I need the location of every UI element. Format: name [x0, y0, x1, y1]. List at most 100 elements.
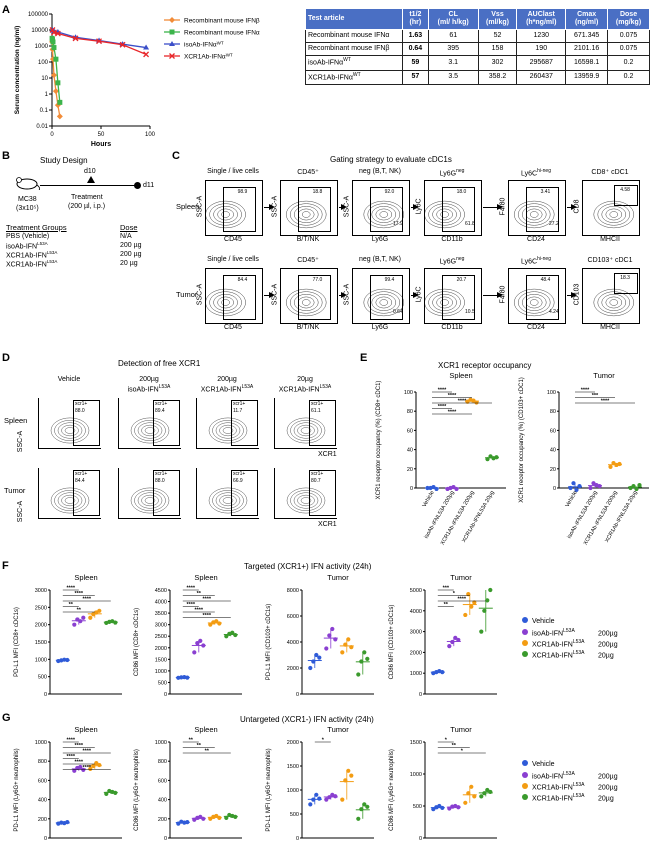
column-header-sup: L53A	[241, 384, 254, 391]
group-row: isoAb-IFNL53A	[6, 241, 48, 251]
legend-dose: 200µg	[598, 773, 618, 781]
table-cell: 0.075	[607, 29, 650, 44]
data-point	[192, 817, 197, 822]
data-point	[317, 796, 322, 801]
data-point	[113, 790, 118, 795]
contour-ring	[144, 497, 156, 504]
x-tick-label: 50	[98, 132, 105, 138]
significance-label: ****	[75, 591, 84, 597]
gate-title: Ly6Gneg	[439, 168, 465, 178]
significance-label: *	[461, 749, 464, 755]
data-point	[91, 763, 96, 769]
density-contour	[130, 487, 170, 514]
gate-box	[613, 185, 639, 206]
legend-label: XCR1Ab-IFNL53A	[532, 639, 585, 649]
data-point	[340, 797, 345, 802]
y-tick-label: 2000	[155, 646, 167, 652]
facs-plot: xcr1+84.4	[38, 468, 101, 519]
table-cell: 671.345	[565, 29, 609, 44]
data-point	[179, 675, 184, 680]
data-point	[485, 787, 490, 793]
gating-arrow	[483, 203, 503, 210]
data-point	[55, 80, 61, 86]
density-contour	[206, 200, 246, 229]
data-point	[571, 481, 576, 486]
column-header-line1: 200µg	[139, 376, 159, 383]
data-point	[356, 672, 361, 677]
data-point	[482, 608, 487, 613]
data-point	[224, 815, 229, 820]
table-cell: 61	[427, 29, 479, 44]
significance-label: *	[322, 738, 325, 744]
gate-title: neg (B,T, NK)	[358, 168, 401, 175]
data-point	[434, 486, 439, 492]
data-point	[224, 634, 229, 639]
y-tick-label: 8000	[287, 588, 299, 594]
gate-value: 66.9	[232, 478, 243, 484]
data-point	[311, 797, 316, 802]
data-point	[359, 659, 364, 664]
receptor-occupancy-title: XCR1 receptor occupancy	[438, 361, 532, 370]
y-tick-label: 800	[38, 759, 47, 765]
pk-table-header: Dose(mg/kg)	[607, 7, 650, 31]
data-point	[54, 30, 61, 37]
group-row: XCR1Ab-IFNL53A	[6, 250, 58, 260]
gate-title: Ly6Chi-neg	[521, 256, 551, 266]
legend-label: isoAb-IFNL53A	[532, 628, 575, 638]
gate-value: 77.0	[312, 277, 323, 283]
significance-label: ****	[195, 608, 204, 614]
legend-marker	[169, 17, 175, 23]
y-axis-label: SSC-A	[17, 500, 25, 523]
contour-ring	[425, 288, 465, 317]
y-tick-label: 10000	[31, 28, 48, 34]
y-tick-label: 4000	[287, 640, 299, 646]
untargeted-activity-title: Untargeted (XCR1-) IFN activity (24h)	[240, 715, 374, 724]
table-cell: 295687	[516, 55, 567, 71]
pk-table-header: AUClast(h*ng/ml)	[516, 7, 567, 31]
gate-box	[369, 187, 403, 233]
data-point	[185, 675, 190, 680]
contour-ring	[432, 206, 457, 223]
gate-title: Single / live cells	[207, 168, 259, 175]
data-point	[471, 398, 476, 403]
y-axis-label: PD-L1 MFI (CD8+ cDC1s)	[14, 607, 20, 677]
legend-item: Vehicle	[522, 617, 618, 628]
data-point	[97, 608, 102, 613]
contour-ring	[513, 288, 555, 317]
significance-label: ****	[67, 586, 76, 592]
gate-title: Ly6Chi-neg	[521, 168, 551, 178]
density-contour	[50, 417, 90, 444]
treatment-marker-icon	[87, 176, 95, 183]
contour-ring	[363, 288, 405, 317]
density-contour	[208, 487, 248, 514]
chart-title: Spleen	[449, 371, 472, 380]
table-cell: 0.2	[607, 69, 650, 85]
x-axis-label: MHCII	[600, 324, 620, 331]
data-point	[349, 645, 354, 650]
pk-table-header: Cmax(ng/ml)	[565, 7, 609, 31]
data-point	[346, 768, 351, 773]
y-tick-label: 100000	[28, 12, 49, 18]
y-tick-label: 3500	[155, 611, 167, 617]
y-tick-label: 500	[158, 680, 167, 686]
contour-ring	[379, 211, 389, 218]
contour-ring	[428, 203, 461, 226]
significance-label: ***	[443, 586, 450, 592]
contour-ring	[301, 211, 311, 218]
table-cell: 358.2	[477, 69, 518, 85]
gate-value: 88.0	[154, 478, 165, 484]
y-tick-label: 500	[38, 675, 47, 681]
y-tick-label: 60	[550, 428, 556, 434]
data-point	[362, 802, 367, 807]
contour-ring	[605, 296, 623, 309]
data-point	[208, 816, 213, 821]
significance-label: ****	[448, 410, 457, 416]
x-axis-label: XCR1	[318, 451, 337, 458]
data-point	[453, 635, 458, 640]
table-cell: 302	[477, 55, 518, 71]
gate-value: 92.0	[384, 189, 395, 195]
panel-label-d: D	[2, 352, 10, 364]
